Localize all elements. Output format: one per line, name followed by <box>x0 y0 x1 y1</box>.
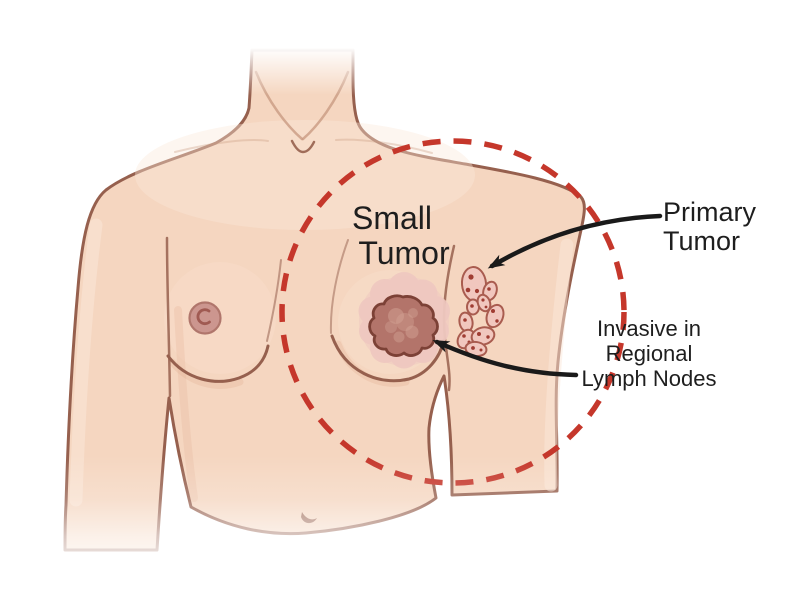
invasive-label-line3: Lymph Nodes <box>581 366 717 391</box>
primary-tumor-label-line2: Tumor <box>663 226 741 256</box>
primary-tumor-arrow <box>487 213 663 269</box>
primary-tumor-label-line1: Primary <box>663 197 756 227</box>
left-armpit-crease <box>165 236 172 398</box>
clavicle-right <box>335 138 433 154</box>
invasive-regional-lymph-nodes-label: Invasive in Regional Lymph Nodes <box>568 316 730 391</box>
left-breast-curve <box>166 344 270 383</box>
small-tumor-label-line1: Small <box>351 200 432 236</box>
clavicle-left <box>174 139 269 153</box>
nipple <box>196 308 211 326</box>
top-fade <box>0 0 803 95</box>
small-tumor-label: Small Tumor <box>322 201 462 271</box>
body <box>63 48 586 552</box>
lymph-node <box>460 266 488 302</box>
right-breast-medial-line <box>329 239 349 334</box>
chest-highlight <box>135 120 475 230</box>
bottom-fade <box>0 455 803 603</box>
invasive-label-line1: Invasive in <box>597 316 701 341</box>
dashed-highlight-circle <box>279 138 627 486</box>
small-tumor-illustration <box>358 272 450 369</box>
lymph-node <box>470 326 496 346</box>
lymph-node <box>485 303 505 329</box>
right-breast-curve <box>330 334 446 383</box>
primary-tumor-label: Primary Tumor <box>663 198 793 256</box>
sternal-notch <box>290 139 316 154</box>
small-tumor-label-line2: Tumor <box>358 235 450 271</box>
tumor-core <box>368 294 439 357</box>
areola-ring <box>188 301 222 335</box>
lymph-node <box>476 293 492 313</box>
left-breast-medial-line <box>266 259 282 342</box>
areola <box>188 301 222 335</box>
lymph-nodes-illustration <box>456 266 505 358</box>
tumor-texture <box>385 308 419 343</box>
lymph-nodes-arrow <box>432 339 579 378</box>
invasive-label-line2: Regional <box>605 341 693 366</box>
